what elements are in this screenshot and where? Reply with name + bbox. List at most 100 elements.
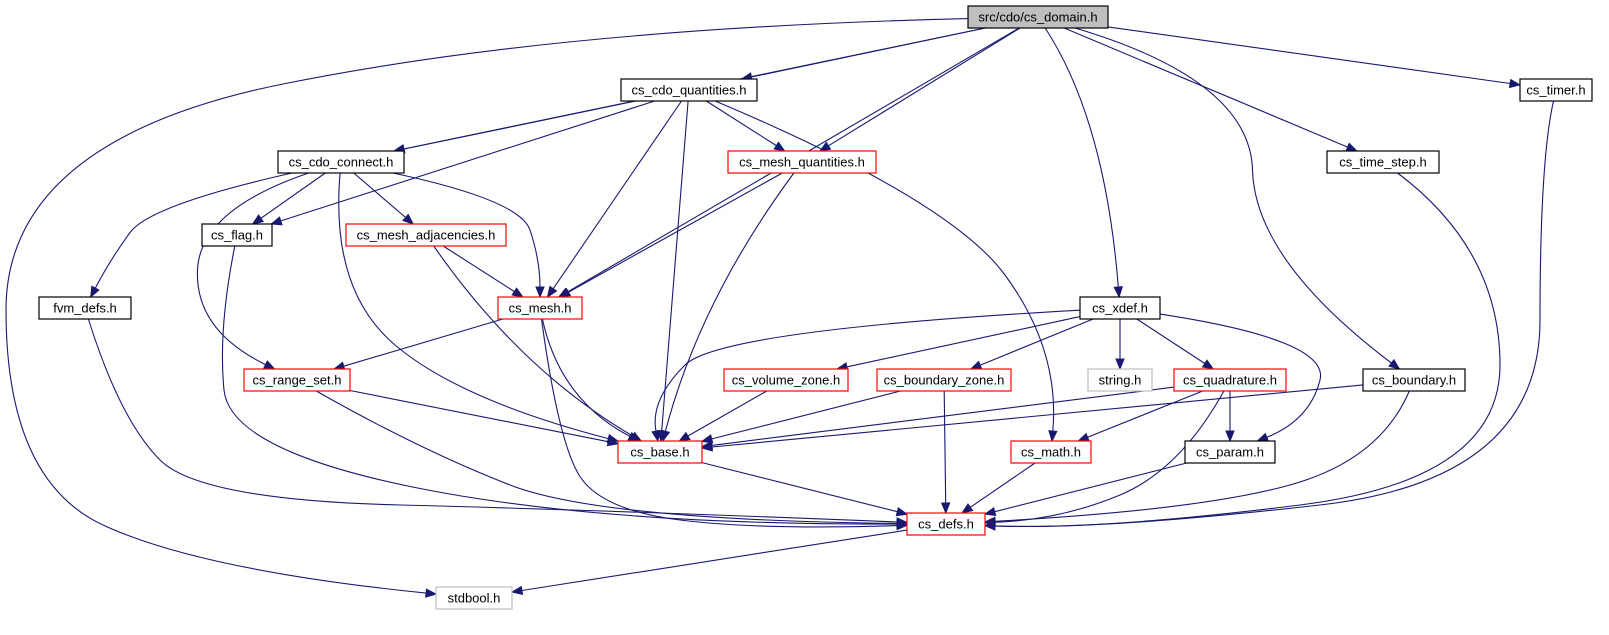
node-cs-cdo-quantities[interactable]: cs_cdo_quantities.h xyxy=(620,78,758,102)
node-cs-mesh-adjacencies[interactable]: cs_mesh_adjacencies.h xyxy=(345,223,507,247)
edge-cs_mesh-to-cs_base xyxy=(541,318,631,437)
node-cs-xdef[interactable]: cs_xdef.h xyxy=(1079,296,1161,320)
edge-arrowhead xyxy=(700,434,714,444)
node-cs-math[interactable]: cs_math.h xyxy=(1010,440,1092,464)
edge-arrowhead xyxy=(510,585,524,596)
edge-arrowhead xyxy=(1508,78,1522,89)
edge-arrowhead xyxy=(896,518,909,529)
node-box xyxy=(906,512,986,536)
edge-cs_mesh_adjacencies-to-cs_base xyxy=(433,245,633,437)
node-label: cs_cdo_quantities.h xyxy=(632,82,747,97)
edge-cs_boundary-to-cs_defs xyxy=(994,390,1410,522)
node-label: cs_cdo_connect.h xyxy=(289,154,394,169)
edge-cs_xdef-to-cs_volume_zone xyxy=(846,316,1081,368)
node-cs-quadrature[interactable]: cs_quadrature.h xyxy=(1173,368,1287,392)
node-cs-flag[interactable]: cs_flag.h xyxy=(201,223,273,247)
node-cs-timer[interactable]: cs_timer.h xyxy=(1519,78,1593,102)
node-label: stdbool.h xyxy=(448,590,501,605)
edge-arrowhead xyxy=(546,285,558,299)
edge-cs_mesh-to-cs_range_set xyxy=(343,318,504,367)
edge-cs_xdef-to-cs_boundary_zone xyxy=(979,318,1094,366)
node-label: cs_time_step.h xyxy=(1339,154,1426,169)
node-box xyxy=(497,296,583,320)
node-box xyxy=(617,440,703,464)
edge-arrowhead xyxy=(1201,359,1215,370)
edge-cs_param-to-cs_defs xyxy=(994,462,1187,513)
edge-arrowhead xyxy=(895,507,909,517)
node-label: cs_quadrature.h xyxy=(1183,372,1277,387)
node-box xyxy=(1173,368,1287,392)
node-label: cs_defs.h xyxy=(918,516,974,531)
node-fvm-defs[interactable]: fvm_defs.h xyxy=(38,296,132,320)
node-box xyxy=(1362,368,1466,392)
edge-arrowhead xyxy=(270,216,283,226)
edge-cs_cdo_quantities-to-cs_base xyxy=(661,100,689,432)
edge-arrowhead xyxy=(969,360,983,370)
edge-cs_xdef-to-cs_base xyxy=(654,309,1081,432)
edge-cs_domain-to-stdbool xyxy=(5,18,969,594)
edge-cs_domain-to-cs_boundary xyxy=(1074,27,1392,364)
edge-arrowhead xyxy=(425,588,438,598)
node-label: cs_math.h xyxy=(1021,444,1081,459)
edge-arrowhead xyxy=(940,502,951,515)
edge-cs_cdo_quantities-to-cs_cdo_connect xyxy=(403,100,636,150)
edge-cs_cdo_connect-to-cs_flag xyxy=(260,172,326,219)
node-box xyxy=(967,5,1109,29)
node-label: cs_mesh_quantities.h xyxy=(739,154,865,169)
edge-cs_quadrature-to-cs_math xyxy=(1087,390,1203,438)
edge-arrowhead xyxy=(90,285,100,299)
node-cs-time-step[interactable]: cs_time_step.h xyxy=(1326,150,1440,174)
node-box xyxy=(876,368,1012,392)
node-cs-boundary[interactable]: cs_boundary.h xyxy=(1362,368,1466,392)
edge-cs_volume_zone-to-cs_base xyxy=(687,390,768,437)
edge-fvm_defs-to-cs_defs xyxy=(87,318,898,523)
node-cs-cdo-connect[interactable]: cs_cdo_connect.h xyxy=(277,150,405,174)
edge-arrowhead xyxy=(983,521,996,531)
node-box xyxy=(1326,150,1440,174)
edge-arrowhead xyxy=(651,429,661,443)
node-label: cs_boundary.h xyxy=(1372,372,1456,387)
node-box xyxy=(243,368,351,392)
node-cs-mesh-quantities[interactable]: cs_mesh_quantities.h xyxy=(727,150,877,174)
edge-arrowhead xyxy=(960,503,974,514)
edge-cs_cdo_connect-to-fvm_defs xyxy=(94,172,293,289)
node-label: cs_range_set.h xyxy=(253,372,342,387)
edge-arrowhead xyxy=(1256,432,1270,442)
node-cs-defs[interactable]: cs_defs.h xyxy=(906,512,986,536)
node-label: cs_mesh.h xyxy=(509,300,572,315)
node-cs-base[interactable]: cs_base.h xyxy=(617,440,703,464)
node-cs-mesh[interactable]: cs_mesh.h xyxy=(497,296,583,320)
node-box xyxy=(727,150,877,174)
node-cs-range-set[interactable]: cs_range_set.h xyxy=(243,368,351,392)
edge-cs_range_set-to-cs_base xyxy=(349,389,609,443)
node-cs-boundary-zone[interactable]: cs_boundary_zone.h xyxy=(876,368,1012,392)
edge-arrowhead xyxy=(558,287,572,298)
node-box xyxy=(620,78,758,102)
edge-cs_defs-to-stdbool xyxy=(521,529,908,592)
edge-cs_timer-to-cs_defs xyxy=(994,100,1555,528)
edge-cs_cdo_quantities-to-cs_mesh_quantities xyxy=(706,100,777,147)
edge-cs_xdef-to-cs_param xyxy=(1159,313,1322,438)
edge-cs_cdo_quantities-to-cs_flag xyxy=(280,100,655,222)
edge-cs_boundary-to-cs_base xyxy=(711,384,1364,448)
node-cs-param[interactable]: cs_param.h xyxy=(1184,440,1276,464)
node-label: cs_xdef.h xyxy=(1092,300,1148,315)
edge-cs_flag-to-cs_defs xyxy=(221,245,898,525)
edge-arrowhead xyxy=(1113,286,1123,299)
node-label: cs_boundary_zone.h xyxy=(884,372,1005,387)
edge-cs_mesh_quantities-to-cs_base xyxy=(664,172,795,432)
node-label: string.h xyxy=(1099,372,1142,387)
edge-arrowhead xyxy=(263,360,276,370)
node-cs-domain[interactable]: src/cdo/cs_domain.h xyxy=(967,5,1109,29)
node-stdbool: stdbool.h xyxy=(435,586,513,610)
node-cs-volume-zone[interactable]: cs_volume_zone.h xyxy=(723,368,849,392)
node-box xyxy=(201,223,273,247)
edge-cs_time_step-to-cs_defs xyxy=(994,172,1501,528)
node-label: src/cdo/cs_domain.h xyxy=(978,9,1097,24)
edge-cs_cdo_connect-to-cs_mesh xyxy=(392,172,541,288)
edge-cs_boundary_zone-to-cs_defs xyxy=(943,390,947,504)
edge-cs_quadrature-to-cs_base xyxy=(711,386,1175,446)
node-box xyxy=(1519,78,1593,102)
